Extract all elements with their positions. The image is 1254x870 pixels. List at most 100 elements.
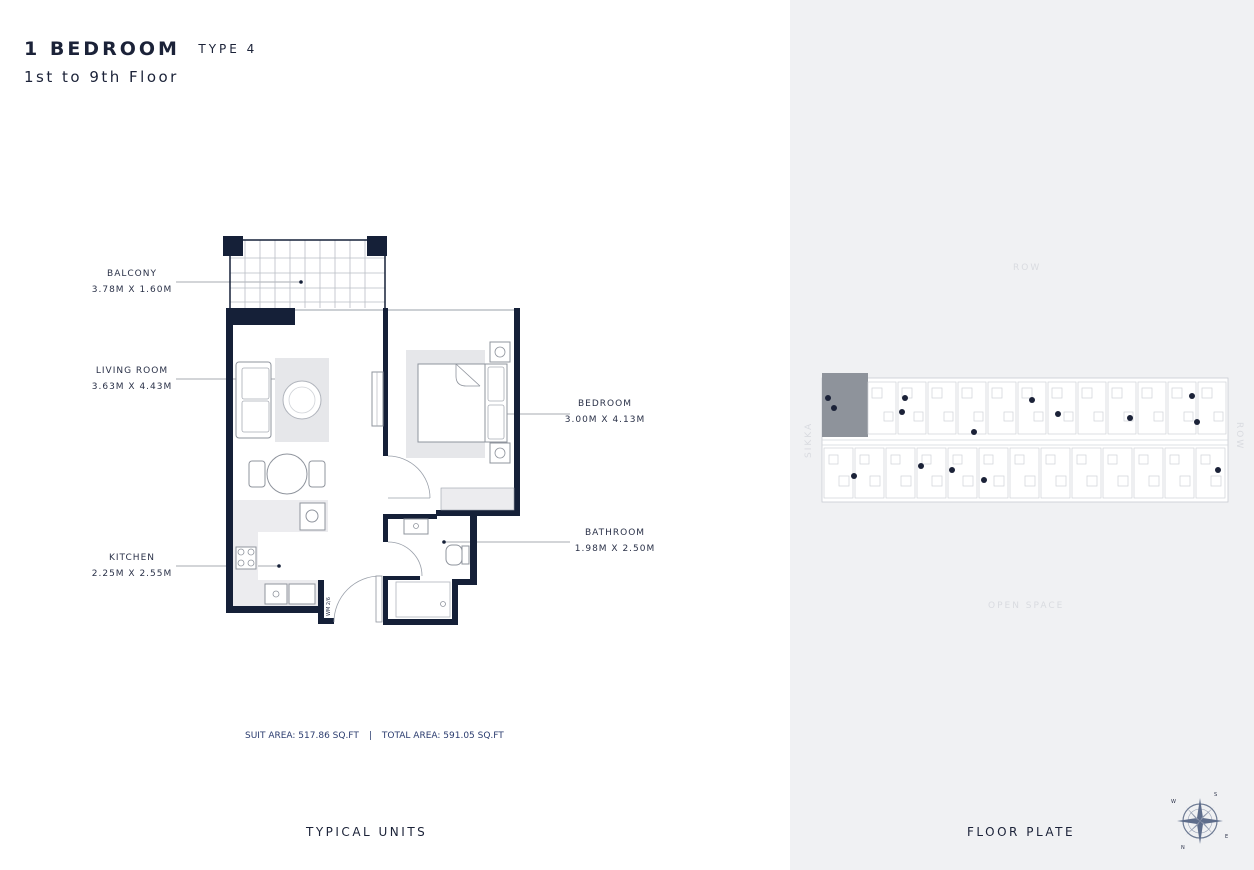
plate-unit-south bbox=[947, 447, 978, 499]
plate-fixture bbox=[1213, 411, 1224, 422]
plate-unit-south bbox=[823, 447, 854, 499]
plate-fixture bbox=[838, 475, 850, 487]
unit-floor-plan: WM 2/6 bbox=[176, 236, 570, 625]
plate-fixture bbox=[1003, 411, 1014, 422]
plate-fixture bbox=[993, 475, 1005, 487]
plate-fixture bbox=[1183, 411, 1194, 422]
plate-top-label: ROW bbox=[1013, 263, 1042, 273]
kitchen-name: KITCHEN bbox=[109, 553, 155, 563]
plate-fixture-dot bbox=[851, 473, 857, 479]
plate-fixture bbox=[1123, 411, 1134, 422]
plate-unit-north bbox=[1167, 381, 1197, 435]
compass-n: N bbox=[1181, 845, 1185, 851]
plate-unit-north bbox=[867, 381, 897, 435]
plate-fixture bbox=[1169, 454, 1180, 465]
plate-fixture bbox=[1086, 475, 1098, 487]
plate-fixture-dot bbox=[949, 467, 955, 473]
plate-fixture bbox=[1063, 411, 1074, 422]
plate-fixture bbox=[1210, 475, 1222, 487]
plate-fixture bbox=[931, 475, 943, 487]
plate-unit-north bbox=[897, 381, 927, 435]
plate-fixture bbox=[1076, 454, 1087, 465]
plate-fixture bbox=[991, 387, 1003, 399]
plate-fixture bbox=[1014, 454, 1025, 465]
plate-fixture bbox=[1033, 411, 1044, 422]
bedroom-label: BEDROOM 3.00M X 4.13M bbox=[545, 396, 665, 428]
kitchen-size: 2.25M X 2.55M bbox=[91, 569, 173, 579]
plate-fixture-dot bbox=[902, 395, 908, 401]
plate-unit-south bbox=[1133, 447, 1164, 499]
bathroom-label: BATHROOM 1.98M X 2.50M bbox=[555, 525, 675, 557]
plate-fixture bbox=[961, 387, 973, 399]
plate-fixture bbox=[859, 454, 870, 465]
bedroom-name: BEDROOM bbox=[578, 399, 632, 409]
bathroom-size: 1.98M X 2.50M bbox=[574, 544, 656, 554]
plate-unit-south bbox=[1040, 447, 1071, 499]
balcony-name: BALCONY bbox=[107, 269, 157, 279]
plate-unit-north bbox=[927, 381, 957, 435]
plate-fixture-dot bbox=[825, 395, 831, 401]
plate-bottom-label: OPEN SPACE bbox=[988, 601, 1065, 611]
plate-fixture bbox=[962, 475, 974, 487]
living-room-label: LIVING ROOM 3.63M X 4.43M bbox=[72, 363, 192, 395]
balcony-size: 3.78M X 1.60M bbox=[91, 285, 173, 295]
plate-unit-south bbox=[854, 447, 885, 499]
bathroom-name: BATHROOM bbox=[584, 528, 646, 538]
total-area: TOTAL AREA: 591.05 SQ.FT bbox=[381, 731, 504, 741]
plate-fixture bbox=[952, 454, 963, 465]
area-summary: SUIT AREA: 517.86 SQ.FT | TOTAL AREA: 591.… bbox=[245, 731, 504, 741]
bedroom-size: 3.00M X 4.13M bbox=[564, 415, 646, 425]
plate-unit-south bbox=[1071, 447, 1102, 499]
plate-fixture bbox=[921, 454, 932, 465]
plate-fixture bbox=[1171, 387, 1183, 399]
plate-fixture-dot bbox=[899, 409, 905, 415]
plate-fixture-dot bbox=[1055, 411, 1061, 417]
floor-plate-caption: FLOOR PLATE bbox=[967, 825, 1076, 839]
typical-units-caption: TYPICAL UNITS bbox=[306, 825, 428, 839]
highlighted-unit bbox=[822, 373, 868, 437]
kitchen-label: KITCHEN 2.25M X 2.55M bbox=[72, 550, 192, 582]
plate-unit-south bbox=[916, 447, 947, 499]
plate-unit-north bbox=[1017, 381, 1047, 435]
plate-fixture bbox=[1141, 387, 1153, 399]
plate-fixture-dot bbox=[971, 429, 977, 435]
plate-fixture bbox=[1081, 387, 1093, 399]
plate-fixture-dot bbox=[981, 477, 987, 483]
balcony-label: BALCONY 3.78M X 1.60M bbox=[72, 266, 192, 298]
floor-plate-plan bbox=[821, 373, 1229, 503]
plate-fixture bbox=[1107, 454, 1118, 465]
plate-unit-south bbox=[1102, 447, 1133, 499]
plate-fixture-dot bbox=[1194, 419, 1200, 425]
compass-s: S bbox=[1214, 792, 1217, 798]
plate-fixture bbox=[1055, 475, 1067, 487]
plate-fixture bbox=[1021, 387, 1033, 399]
plate-fixture bbox=[871, 387, 883, 399]
plate-fixture-dot bbox=[831, 405, 837, 411]
plate-fixture bbox=[1148, 475, 1160, 487]
plate-fixture bbox=[1045, 454, 1056, 465]
plate-fixture bbox=[1117, 475, 1129, 487]
compass-icon: S W E N bbox=[1171, 792, 1228, 851]
plate-fixture bbox=[869, 475, 881, 487]
plate-unit-north bbox=[987, 381, 1017, 435]
plate-fixture bbox=[983, 454, 994, 465]
plate-unit-south bbox=[978, 447, 1009, 499]
living-room-name: LIVING ROOM bbox=[95, 366, 169, 376]
unit-type: TYPE 4 bbox=[198, 42, 258, 56]
plate-fixture-dot bbox=[1215, 467, 1221, 473]
plate-fixture bbox=[828, 454, 839, 465]
plate-unit-north bbox=[1077, 381, 1107, 435]
plate-unit-north bbox=[1107, 381, 1137, 435]
area-separator: | bbox=[368, 731, 372, 741]
plate-fixture bbox=[943, 411, 954, 422]
plate-fixture-dot bbox=[918, 463, 924, 469]
plate-fixture bbox=[1093, 411, 1104, 422]
plate-unit-south bbox=[1164, 447, 1195, 499]
compass-w: W bbox=[1171, 799, 1176, 805]
plate-fixture-dot bbox=[1029, 397, 1035, 403]
plate-fixture bbox=[890, 454, 901, 465]
suit-area: SUIT AREA: 517.86 SQ.FT bbox=[245, 731, 359, 741]
plate-fixture bbox=[1201, 387, 1213, 399]
plate-fixture-dot bbox=[1189, 393, 1195, 399]
plate-fixture bbox=[973, 411, 984, 422]
